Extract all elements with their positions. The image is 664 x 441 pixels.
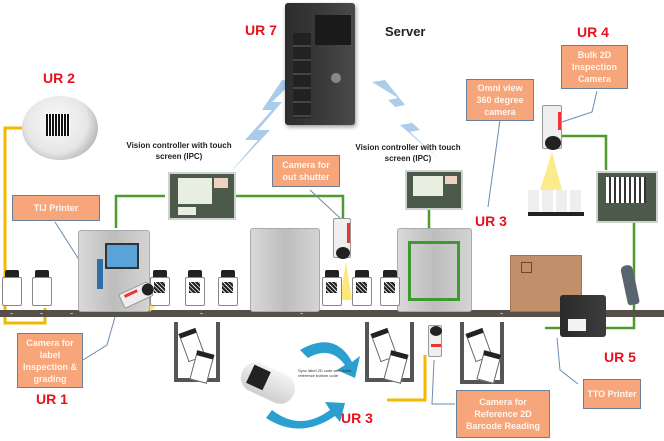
callout-tto-printer: TTO Printer <box>583 379 641 409</box>
bulk-bottles <box>528 190 584 216</box>
callout-tij-printer: TIJ Printer <box>12 195 100 221</box>
bulk-inspection-screen[interactable] <box>596 171 658 223</box>
bottle <box>218 270 238 306</box>
sync-lines <box>3 126 427 402</box>
callout-bulk-2d-camera: Bulk 2D Inspection Camera <box>561 45 628 89</box>
wireless-link-right-icon <box>372 80 440 160</box>
server-label: Server <box>385 24 426 39</box>
sync-note: Sync label 2D code with bottle reference… <box>298 368 352 378</box>
bottle <box>322 270 342 306</box>
omni-view-machine <box>397 228 472 312</box>
shipper-box <box>510 255 582 312</box>
bottle <box>380 270 400 306</box>
ur4-label: UR 4 <box>577 24 609 40</box>
ur5-label: UR 5 <box>604 349 636 365</box>
bottle <box>352 270 372 306</box>
bottle <box>185 270 205 306</box>
sync-arrows-icon <box>266 342 360 429</box>
callout-omni-view-camera: Omni view 360 degree camera <box>466 79 534 121</box>
camera-bulk-2d <box>542 105 562 150</box>
callout-camera-reference-2d: Camera for Reference 2D Barcode Reading <box>456 390 550 438</box>
tto-printer <box>560 295 606 337</box>
vision-controller-left-caption: Vision controller with touch screen (IPC… <box>126 141 232 161</box>
camera-beam <box>540 152 562 190</box>
bottle <box>32 270 52 306</box>
wireless-link-left-icon <box>228 80 295 175</box>
tij-printer-machine <box>78 230 150 312</box>
shutter-machine <box>250 228 320 312</box>
vision-controller-left-screen[interactable] <box>168 172 236 220</box>
bottle-cap-with-2d-code <box>22 96 98 160</box>
ur1-label: UR 1 <box>36 391 68 407</box>
camera-beam <box>340 262 352 300</box>
bottle <box>2 270 22 306</box>
conveyor-belt <box>0 310 664 317</box>
callout-camera-out-shutter: Camera for out shutter <box>272 155 340 187</box>
server-tower <box>285 3 355 125</box>
camera-out-shutter <box>333 218 351 259</box>
vision-controller-right-caption: Vision controller with touch screen (IPC… <box>355 143 461 163</box>
camera-reference-2d <box>428 325 442 357</box>
callout-camera-label-inspection: Camera for label Inspection & grading <box>17 333 83 388</box>
vision-controller-right-screen[interactable] <box>405 170 463 210</box>
ur2-label: UR 2 <box>43 70 75 86</box>
ur3-top-label: UR 3 <box>475 213 507 229</box>
ur3-bottom-label: UR 3 <box>341 410 373 426</box>
ur7-label: UR 7 <box>245 22 277 38</box>
